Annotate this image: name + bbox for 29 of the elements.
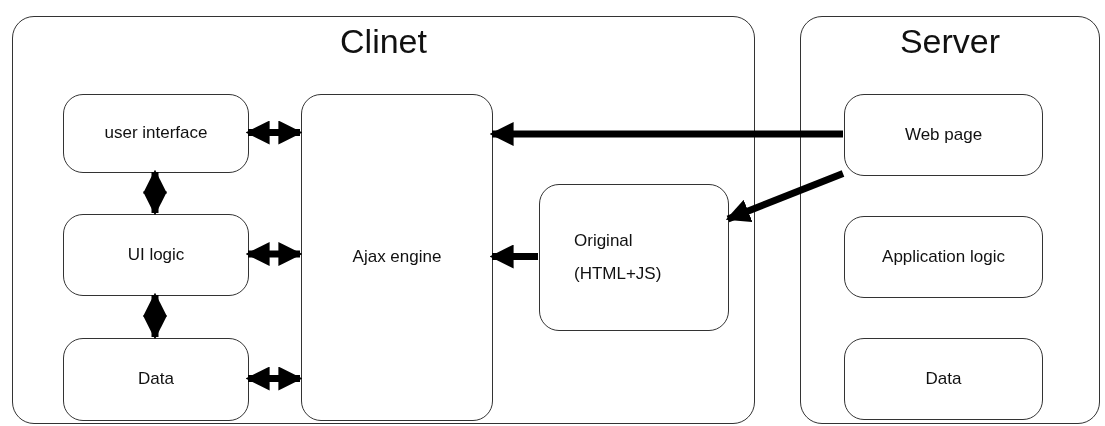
- component-box: [844, 216, 1043, 298]
- group-panel: [12, 16, 755, 424]
- arrow: [245, 120, 303, 145]
- arrow: [489, 244, 538, 269]
- box-label: Data: [138, 368, 174, 391]
- panel-title: Clinet: [340, 23, 427, 61]
- arrow: [489, 122, 843, 146]
- box-label: Application logic: [882, 245, 1005, 268]
- arrow: [143, 292, 167, 340]
- component-box: [63, 338, 249, 421]
- component-box: [844, 94, 1043, 176]
- box-label: Original: [574, 230, 633, 253]
- arrow: [245, 242, 303, 266]
- box-label: Data: [925, 367, 962, 390]
- component-box: [63, 94, 249, 173]
- component-box: [539, 184, 729, 331]
- box-label: UI logic: [127, 243, 185, 266]
- group-panel: [800, 16, 1100, 424]
- panel-title: Server: [899, 23, 1001, 61]
- box-label: user interface: [104, 122, 208, 145]
- arrow: [143, 169, 167, 216]
- box-label: Web page: [904, 123, 983, 146]
- arrow: [725, 170, 845, 223]
- arrow: [245, 366, 303, 391]
- box-label: (HTML+JS): [574, 262, 662, 285]
- box-label: Ajax engine: [352, 246, 442, 269]
- component-box: [844, 338, 1043, 420]
- component-box: [301, 94, 493, 421]
- component-box: [63, 214, 249, 296]
